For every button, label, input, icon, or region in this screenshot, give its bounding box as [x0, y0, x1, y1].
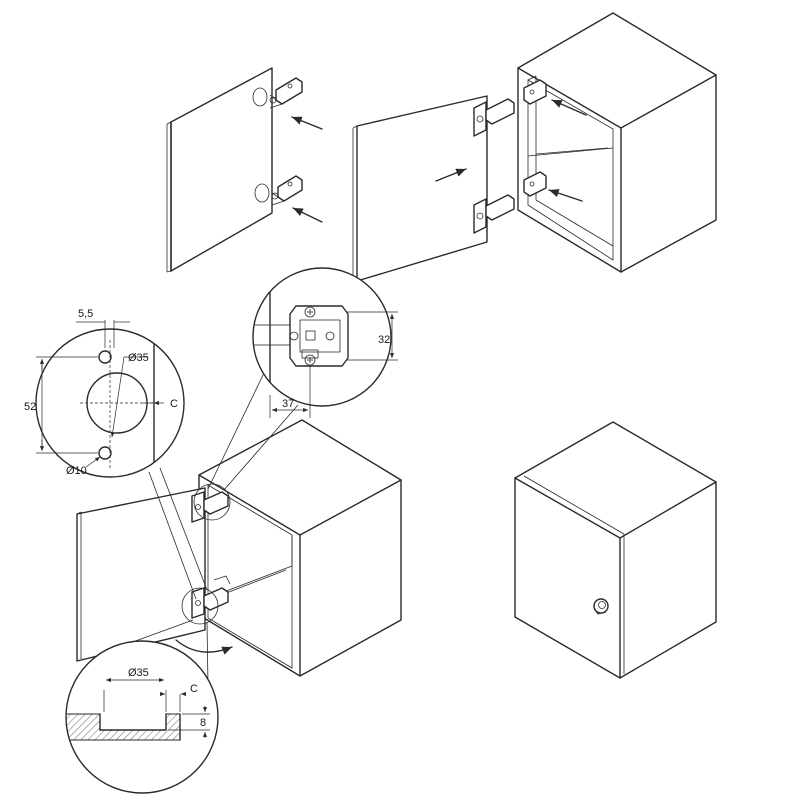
door-panel — [170, 67, 273, 272]
dim-cup-diameter-label: Ø35 — [128, 352, 149, 364]
pilot-hole — [98, 446, 112, 460]
pilot-hole — [98, 350, 112, 364]
dim-plate-height-label: 32 — [378, 334, 390, 346]
dim-offset-label: 5,5 — [78, 308, 93, 320]
knob-icon — [593, 598, 609, 615]
hinge-icon — [254, 175, 303, 206]
dim-edge-label: C — [190, 683, 198, 695]
mounting-plate-icon — [523, 171, 547, 197]
arrow-icon — [291, 116, 323, 130]
dim-cup-diameter-label: Ø35 — [128, 667, 149, 679]
arrow-icon — [548, 189, 583, 202]
detail-mounting-plate: 32 37 — [252, 267, 398, 418]
detail-boring-pattern: 5,5 Ø35 52 C Ø10 — [24, 308, 185, 478]
arrow-icon — [435, 168, 467, 182]
detail-callout-plate — [193, 483, 231, 521]
step2-door-to-cabinet — [352, 12, 717, 284]
dim-edge-label: C — [170, 398, 178, 410]
detail-callout-hole — [181, 587, 219, 625]
hinge-icon — [191, 491, 229, 523]
step1-door-with-hinges — [166, 67, 323, 273]
hinge-icon — [473, 98, 515, 137]
mounting-plate-icon — [289, 305, 349, 367]
arrow-icon — [292, 207, 323, 223]
dim-pilot-diameter-label: Ø10 — [66, 465, 87, 477]
dim-plate-depth-label: 37 — [282, 398, 294, 410]
hinge-icon — [252, 77, 303, 109]
swing-arrow-icon — [175, 639, 233, 655]
hinge-icon — [473, 194, 515, 234]
detail-cup-section: Ø35 C 8 — [65, 640, 219, 794]
arrow-icon — [551, 99, 587, 116]
dim-spacing-label: 52 — [24, 401, 36, 413]
step4-closed-cabinet — [514, 421, 717, 679]
dim-cup-depth-label: 8 — [200, 717, 206, 729]
hinge-icon — [191, 575, 231, 619]
mounting-plate-icon — [523, 79, 547, 105]
step3-open-door-cabinet — [76, 372, 402, 686]
